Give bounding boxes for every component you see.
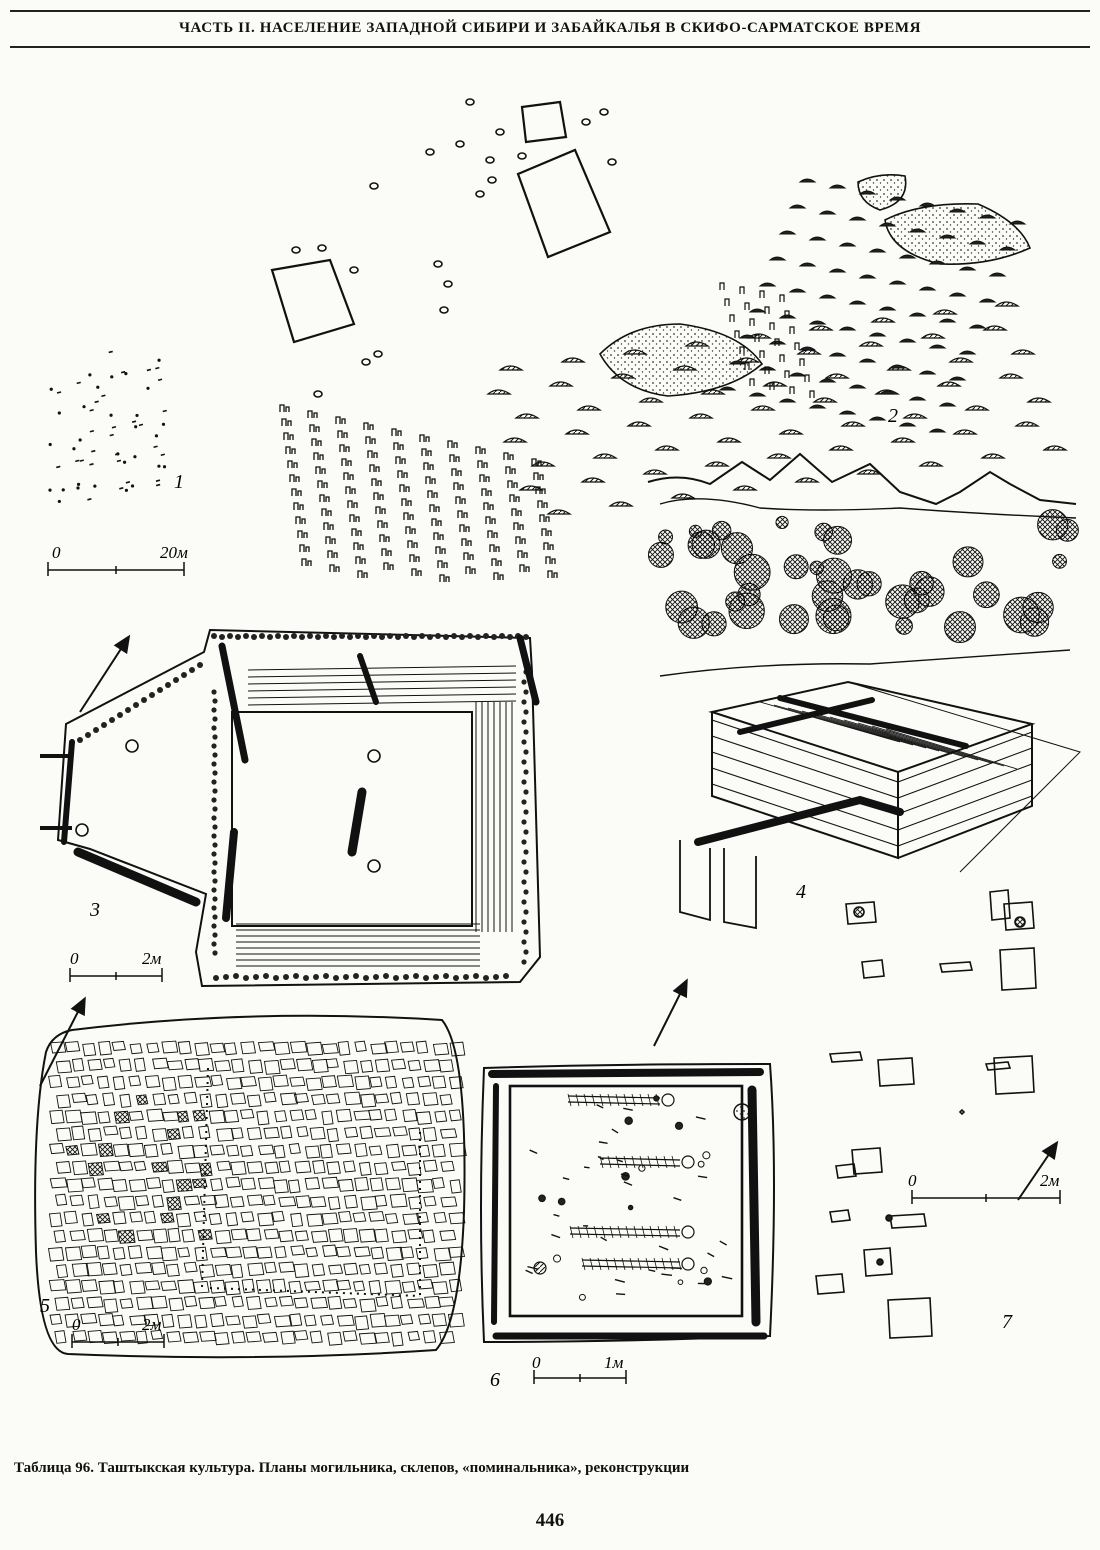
scale-bar-fig3: [69, 968, 163, 982]
scale-length-fig7: 2м: [1040, 1171, 1060, 1190]
scale-zero-fig1: 0: [52, 543, 61, 562]
plate-caption: Таблица 96. Таштыкская культура. Планы м…: [14, 1460, 690, 1476]
scale-length-fig3: 2м: [142, 949, 162, 968]
figure-number-4: 4: [796, 881, 806, 903]
figure-number-6: 6: [490, 1369, 500, 1391]
figure-number-7: 7: [1002, 1311, 1013, 1333]
running-header: ЧАСТЬ II. НАСЕЛЕНИЕ ЗАПАДНОЙ СИБИРИ И ЗА…: [0, 0, 1100, 52]
scale-length-fig6: 1м: [604, 1353, 624, 1372]
scale-bar-fig5: [71, 1334, 165, 1348]
scale-zero-fig6: 0: [532, 1353, 541, 1372]
scale-bar-fig6: [533, 1370, 627, 1384]
figure-1-burial-plan: [47, 350, 185, 576]
figure-2-cemetery-perspective: [270, 98, 1068, 582]
figure-number-1: 1: [174, 471, 184, 493]
header-rule-top: [10, 10, 1090, 12]
figure-7-slab-plan: [815, 889, 1059, 1339]
figure-number-5: 5: [40, 1295, 50, 1317]
page-number: 446: [535, 1510, 565, 1531]
figure-6-crypt-burials: [480, 978, 775, 1344]
figure-4-reconstruction: [647, 452, 1081, 930]
figure-number-3: 3: [89, 899, 100, 921]
figure-number-2: 2: [888, 405, 898, 427]
scale-bar-fig7: [911, 1190, 1061, 1204]
figure-5-stone-pavement: [34, 996, 467, 1359]
scale-bar-fig1: [47, 562, 185, 576]
running-title: ЧАСТЬ II. НАСЕЛЕНИЕ ЗАПАДНОЙ СИБИРИ И ЗА…: [178, 20, 922, 36]
scale-zero-fig5: 0: [72, 1315, 81, 1334]
header-rule-bottom: [10, 46, 1090, 48]
scale-length-fig5: 2м: [142, 1315, 162, 1334]
scale-zero-fig3: 0: [70, 949, 79, 968]
figure-3-crypt-plan: [40, 628, 542, 988]
scale-zero-fig7: 0: [908, 1171, 917, 1190]
scale-length-fig1: 20м: [160, 543, 188, 562]
illustration-plate: 0 20м 1 2 3: [34, 98, 1081, 1391]
